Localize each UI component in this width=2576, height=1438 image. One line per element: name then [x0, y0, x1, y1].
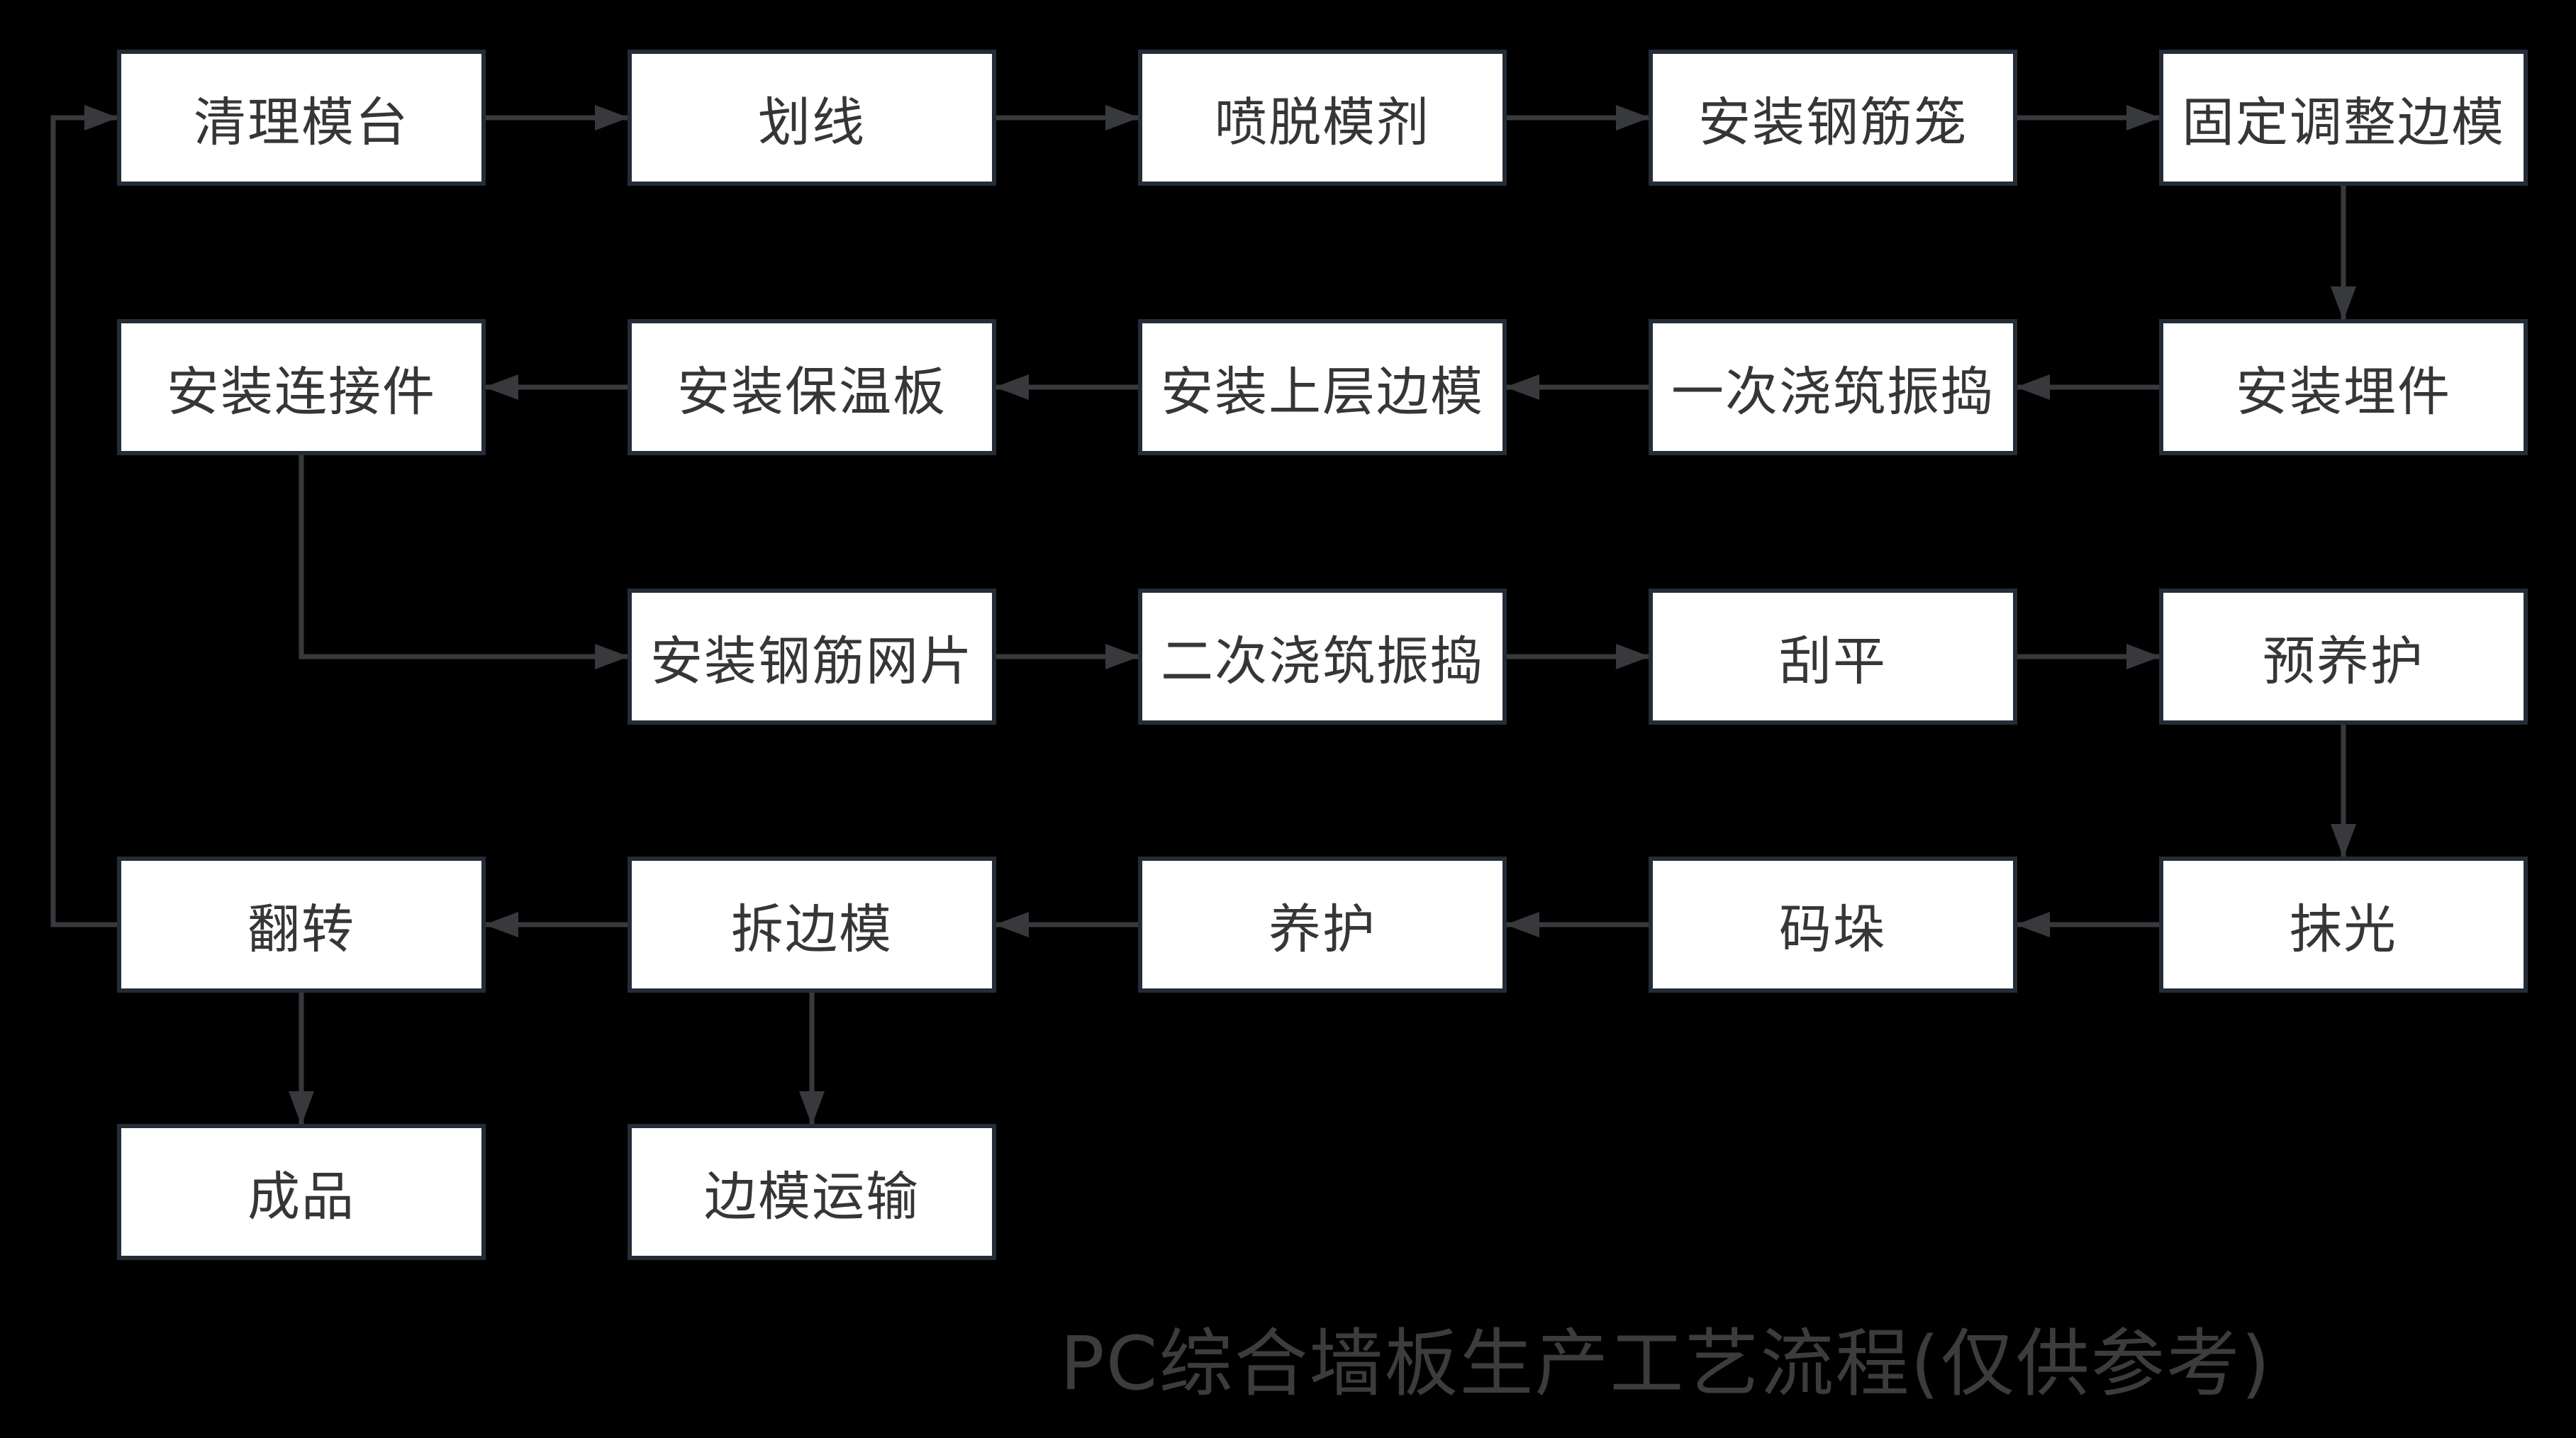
- node-label: 一次浇筑振捣: [1671, 361, 1995, 423]
- node-label: 二次浇筑振捣: [1161, 630, 1484, 692]
- node-label: 安装上层边模: [1161, 361, 1484, 423]
- flow-node-anzhuang-gangjinlong: 安装钢筋笼: [1649, 50, 2017, 186]
- flow-node-yanghu: 养护: [1138, 857, 1507, 993]
- node-label: 固定调整边模: [2182, 91, 2505, 153]
- node-label: 翻转: [247, 898, 355, 960]
- node-label: 安装埋件: [2236, 361, 2451, 423]
- flow-node-chengpin: 成品: [117, 1124, 486, 1260]
- node-label: 成品: [247, 1166, 355, 1227]
- flow-node-guaping: 刮平: [1649, 589, 2017, 725]
- flow-node-anzhuang-gangjin-wangpian: 安装钢筋网片: [628, 589, 996, 725]
- node-label: 拆边模: [731, 898, 893, 960]
- node-label: 安装保温板: [677, 361, 947, 423]
- node-label: 边模运输: [704, 1166, 920, 1227]
- flow-node-maduo: 码垛: [1649, 857, 2017, 993]
- flow-node-bianmo-yunshu: 边模运输: [628, 1124, 996, 1260]
- node-label: 抹光: [2290, 898, 2397, 960]
- node-label: 安装连接件: [167, 361, 436, 423]
- flow-node-guding-tiaozheng-bianmo: 固定调整边模: [2159, 50, 2528, 186]
- node-label: 喷脱模剂: [1215, 91, 1430, 153]
- flow-node-erci-jiaozhu-zhendao: 二次浇筑振捣: [1138, 589, 1507, 725]
- node-label: 清理模台: [194, 91, 409, 153]
- flow-node-anzhuang-shangceng-bianmo: 安装上层边模: [1138, 319, 1507, 455]
- node-label: 安装钢筋网片: [650, 630, 974, 692]
- node-label: 划线: [758, 91, 866, 153]
- flow-node-pen-tuomoji: 喷脱模剂: [1138, 50, 1507, 186]
- flow-node-chai-bianmo: 拆边模: [628, 857, 996, 993]
- node-label: 码垛: [1779, 898, 1887, 960]
- node-label: 预养护: [2263, 630, 2424, 692]
- node-label: 安装钢筋笼: [1698, 91, 1968, 153]
- diagram-title: PC综合墙板生产工艺流程(仅供参考): [1060, 1320, 2272, 1407]
- flow-node-anzhuang-maijian: 安装埋件: [2159, 319, 2528, 455]
- flow-edge-anzhuang-lianjiejian-to-anzhuang-gangjin-wangpian: [299, 455, 629, 669]
- flow-node-anzhuang-lianjiejian: 安装连接件: [117, 319, 486, 455]
- flow-node-anzhuang-baowenban: 安装保温板: [628, 319, 996, 455]
- flow-node-yu-yanghu: 预养护: [2159, 589, 2528, 725]
- flow-edge-fanzhuan-to-qingli-motai: [50, 105, 118, 927]
- flow-node-huaxian: 划线: [628, 50, 996, 186]
- flow-node-fanzhuan: 翻转: [117, 857, 486, 993]
- flow-node-moguang: 抹光: [2159, 857, 2528, 993]
- flow-node-yici-jiaozhu-zhendao: 一次浇筑振捣: [1649, 319, 2017, 455]
- flow-node-qingli-motai: 清理模台: [117, 50, 486, 186]
- node-label: 养护: [1269, 898, 1376, 960]
- node-label: 刮平: [1779, 630, 1887, 692]
